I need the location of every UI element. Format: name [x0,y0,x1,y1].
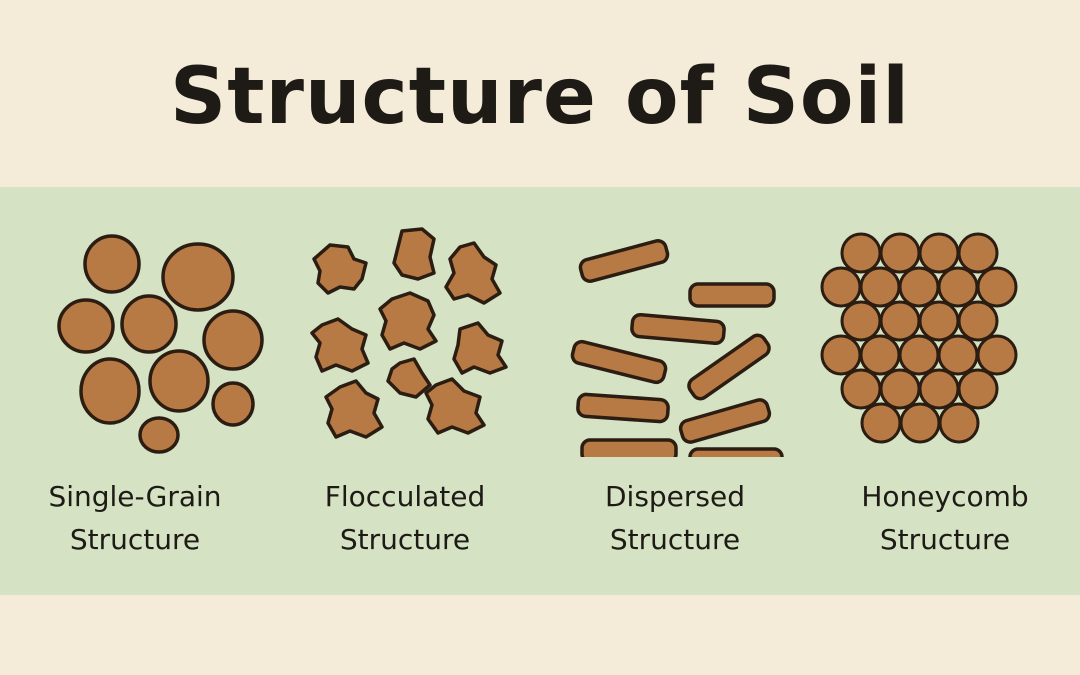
honeycomb-particle [879,232,921,274]
dispersed-panel: Dispersed Structure [540,187,810,595]
honeycomb-particle [820,266,862,308]
honeycomb-particle [918,232,960,274]
grain [120,294,178,354]
floc [424,377,486,435]
flocculated-illustration [310,227,508,439]
floc [324,379,384,439]
honeycomb-particle [957,300,999,342]
honeycomb-illustration [820,232,1018,444]
honeycomb-label-line2: Structure [879,523,1011,556]
honeycomb-particle [957,368,999,410]
flocculated-label: Flocculated Structure [270,475,540,561]
floc [444,241,502,305]
plate [688,447,784,457]
structures-band: Single-Grain Structure Flocculated Struc… [0,187,1080,595]
grain [83,234,141,294]
floc [452,321,508,375]
floc [392,227,436,281]
honeycomb-particle [859,266,901,308]
floc [312,243,368,295]
plate [578,239,670,283]
honeycomb-particle [898,334,940,376]
grain [211,381,255,427]
grain [161,242,235,312]
dispersed-label-line2: Structure [609,523,741,556]
plate [570,339,668,385]
dispersed-illustration [570,239,784,457]
honeycomb-particle [860,402,902,444]
honeycomb-particle [938,402,980,444]
single-grain-label-line2: Structure [69,523,201,556]
floc [310,317,370,373]
plate [580,438,678,457]
single-grain-illustration [57,234,264,454]
grain [138,416,180,454]
honeycomb-particle [937,266,979,308]
honeycomb-particle [840,232,882,274]
honeycomb-particle [918,368,960,410]
plate [688,282,776,308]
honeycomb-particle [918,300,960,342]
single-grain-panel: Single-Grain Structure [0,187,270,595]
plate [687,333,771,401]
dispersed-label: Dispersed Structure [540,475,810,561]
flocculated-label-line2: Structure [339,523,471,556]
grain [202,309,264,371]
honeycomb-particle [976,266,1018,308]
honeycomb-particle [899,402,941,444]
flocculated-label-line1: Flocculated [324,480,486,513]
honeycomb-particle [898,266,940,308]
plate [630,312,726,346]
honeycomb-label: Honeycomb Structure [810,475,1080,561]
dispersed-label-line1: Dispersed [604,480,746,513]
grain [57,298,115,354]
single-grain-label-line1: Single-Grain [48,480,222,513]
honeycomb-particle [879,368,921,410]
plate [576,392,670,424]
floc [378,291,438,351]
honeycomb-particle [879,300,921,342]
flocculated-panel: Flocculated Structure [270,187,540,595]
floc [386,357,432,399]
grain [148,349,210,413]
grain [79,357,141,425]
honeycomb-label-line1: Honeycomb [861,480,1029,513]
honeycomb-particle [976,334,1018,376]
single-grain-label: Single-Grain Structure [0,475,270,561]
diagram-title: Structure of Soil [170,52,910,142]
honeycomb-particle [859,334,901,376]
honeycomb-particle [937,334,979,376]
honeycomb-particle [957,232,999,274]
honeycomb-particle [820,334,862,376]
honeycomb-particle [840,368,882,410]
honeycomb-particle [840,300,882,342]
plate [678,398,772,444]
honeycomb-panel: Honeycomb Structure [810,187,1080,595]
